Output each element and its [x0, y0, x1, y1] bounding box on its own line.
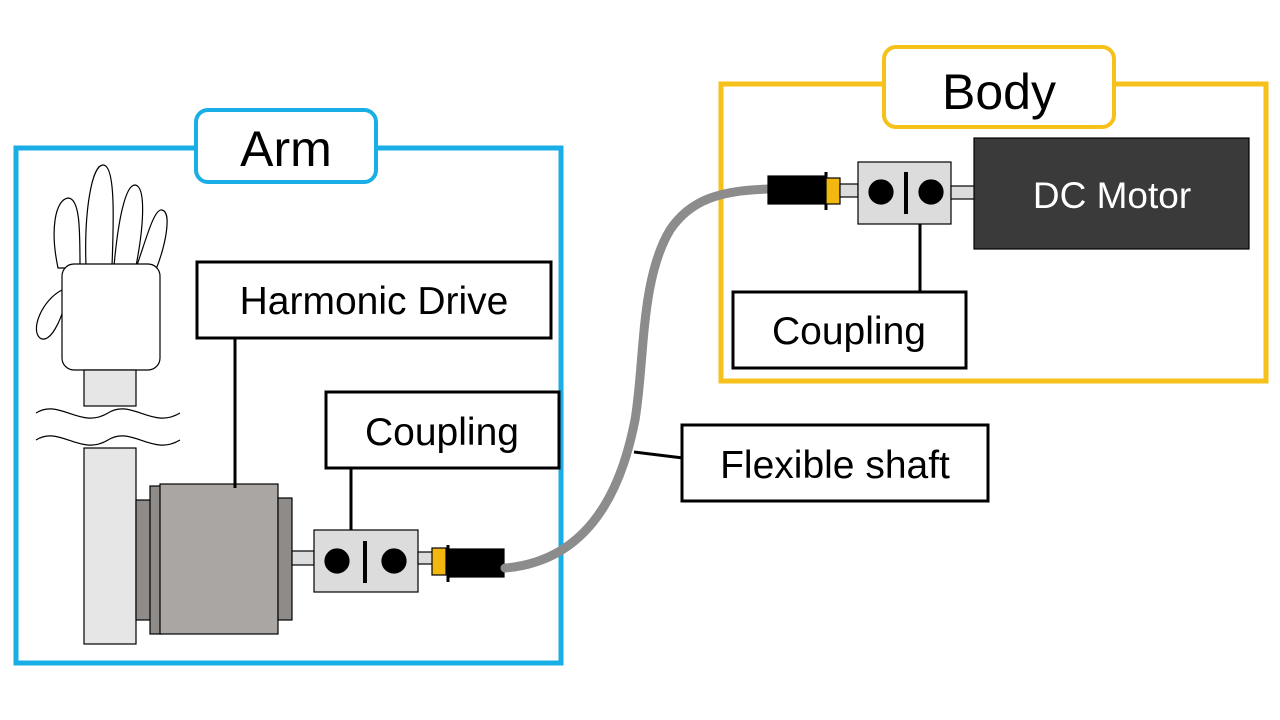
- body-coupling-label: Coupling: [772, 310, 926, 353]
- body-title-box: [882, 45, 1116, 129]
- harmonic-drive-label-box: [195, 260, 553, 340]
- arm-coupling-label: Coupling: [365, 411, 519, 454]
- harmonic-drive-label: Harmonic Drive: [240, 280, 509, 323]
- dc-motor: [973, 137, 1250, 250]
- arm-title: Arm: [240, 121, 332, 177]
- dc-motor-label: DC Motor: [1033, 175, 1191, 216]
- flexible-shaft-label: Flexible shaft: [720, 444, 950, 487]
- hand-icon: [35, 164, 181, 645]
- body-coupling-label-box: [731, 290, 968, 370]
- arm-coupling-label-box: [324, 390, 561, 470]
- flexible-shaft: [500, 184, 775, 573]
- arm-coupling: [291, 529, 435, 593]
- body-connector: [767, 172, 859, 210]
- harmonic-drive: [135, 483, 293, 635]
- flexible-shaft-label-box: [680, 423, 990, 503]
- body-title: Body: [942, 64, 1056, 120]
- flexible-shaft-leader: [633, 450, 684, 460]
- arm-title-box: [194, 108, 378, 184]
- body-coupling: [857, 161, 976, 225]
- arm-connector: [431, 545, 505, 582]
